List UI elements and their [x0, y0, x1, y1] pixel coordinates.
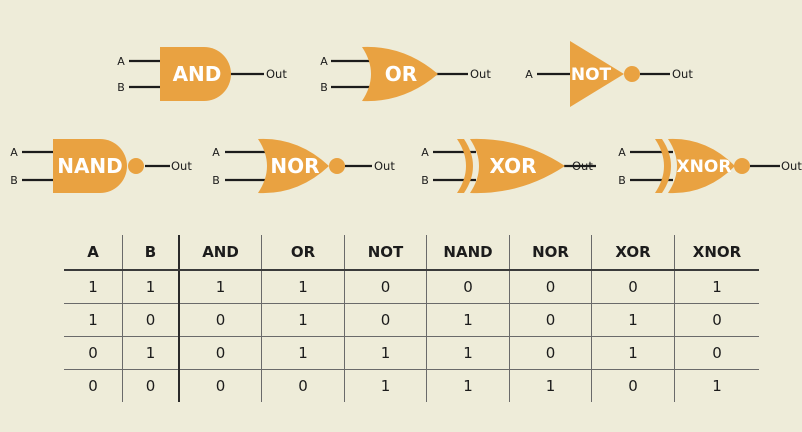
table-cell: 1 [261, 270, 345, 304]
input-b-label: B [320, 81, 328, 94]
table-cell: 1 [261, 336, 345, 370]
or-gate-body [362, 46, 438, 102]
table-cell: 1 [426, 369, 510, 402]
gate-label: XNOR [677, 157, 732, 177]
table-cell: 1 [178, 270, 262, 304]
gate-label: NOR [270, 154, 319, 178]
table-cell: 0 [674, 303, 759, 337]
table-row: 1 1 1 1 0 0 0 0 1 [64, 270, 759, 304]
table-cell: 0 [261, 369, 345, 402]
input-a-label: A [618, 146, 626, 159]
table-row: 0 0 0 0 1 1 1 0 1 [64, 369, 759, 402]
output-label: Out [266, 67, 287, 81]
table-cell: 0 [122, 303, 179, 337]
gate-label: NAND [57, 154, 123, 178]
table-cell: 1 [261, 303, 345, 337]
output-label: Out [374, 159, 395, 173]
inversion-bubble [128, 158, 144, 174]
table-cell: 0 [178, 336, 262, 370]
table-cell: 0 [178, 369, 262, 402]
xor-gate-body [470, 138, 565, 194]
input-a-label: A [421, 146, 429, 159]
column-header-xor: XOR [591, 235, 675, 271]
output-label: Out [171, 159, 192, 173]
column-header-xnor: XNOR [674, 235, 759, 271]
gate-label: AND [173, 62, 222, 86]
nand-gate-body [53, 139, 127, 193]
table-cell: 0 [509, 303, 592, 337]
table-row: 0 1 0 1 1 1 0 1 0 [64, 336, 759, 370]
table-cell: 0 [64, 336, 123, 370]
truth-table-header-row: A B AND OR NOT NAND NOR XOR XNOR [64, 235, 759, 271]
column-header-nor: NOR [509, 235, 592, 271]
column-header-not: NOT [344, 235, 427, 271]
xor-gate-shield [457, 139, 473, 193]
or-gate: OR A B Out [320, 46, 491, 102]
xor-gate: XOR A B Out [421, 138, 596, 194]
table-cell: 0 [509, 336, 592, 370]
table-cell: 1 [64, 270, 123, 304]
table-cell: 0 [344, 270, 427, 304]
not-gate-body [570, 41, 624, 107]
not-gate: NOT A Out [525, 41, 693, 107]
table-cell: 0 [674, 336, 759, 370]
input-a-label: A [212, 146, 220, 159]
inversion-bubble [624, 66, 640, 82]
table-cell: 1 [674, 369, 759, 402]
nand-gate: NAND A B Out [10, 139, 192, 193]
table-cell: 1 [509, 369, 592, 402]
table-cell: 1 [591, 336, 675, 370]
input-b-label: B [10, 174, 18, 187]
table-cell: 1 [64, 303, 123, 337]
column-header-and: AND [178, 235, 262, 271]
table-cell: 0 [344, 303, 427, 337]
and-gate: AND A B Out [117, 47, 287, 101]
table-cell: 1 [122, 336, 179, 370]
nor-gate: NOR A B Out [212, 138, 395, 194]
input-a-label: A [320, 55, 328, 68]
column-header-a: A [64, 235, 123, 271]
output-label: Out [470, 67, 491, 81]
input-b-label: B [212, 174, 220, 187]
input-b-label: B [421, 174, 429, 187]
output-label: Out [572, 159, 593, 173]
xnor-gate-body [668, 138, 735, 194]
column-header-nand: NAND [426, 235, 510, 271]
table-cell: 1 [426, 336, 510, 370]
table-cell: 1 [122, 270, 179, 304]
input-a-label: A [117, 55, 125, 68]
truth-table: A B AND OR NOT NAND NOR XOR XNOR 1 1 1 1… [64, 235, 759, 402]
table-cell: 1 [591, 303, 675, 337]
table-cell: 1 [426, 303, 510, 337]
column-header-b: B [122, 235, 179, 271]
table-cell: 1 [674, 270, 759, 304]
column-header-or: OR [261, 235, 345, 271]
gate-label: OR [385, 62, 417, 86]
table-cell: 0 [178, 303, 262, 337]
table-cell: 0 [88, 377, 98, 395]
table-cell: 0 [591, 369, 675, 402]
logic-gates-diagram: AND A B Out OR A B Out NOT A Out NAND A … [10, 41, 802, 194]
xnor-gate-shield [655, 139, 671, 193]
table-cell: 1 [344, 369, 427, 402]
table-cell: 0 [591, 270, 675, 304]
table-row: 1 0 0 1 0 1 0 1 0 [64, 303, 759, 337]
table-cell: 1 [344, 336, 427, 370]
output-label: Out [672, 67, 693, 81]
input-b-label: B [618, 174, 626, 187]
nor-gate-body [258, 138, 329, 194]
gate-label: NOT [571, 65, 612, 85]
output-label: Out [781, 159, 802, 173]
table-cell: 0 [122, 369, 179, 402]
and-gate-body [160, 47, 231, 101]
table-cell: 0 [426, 270, 510, 304]
inversion-bubble [734, 158, 750, 174]
inversion-bubble [329, 158, 345, 174]
gate-label: XOR [489, 154, 536, 178]
input-b-label: B [117, 81, 125, 94]
input-a-label: A [10, 146, 18, 159]
xnor-gate: XNOR A B Out [618, 138, 802, 194]
input-a-label: A [525, 68, 533, 81]
table-cell: 0 [509, 270, 592, 304]
